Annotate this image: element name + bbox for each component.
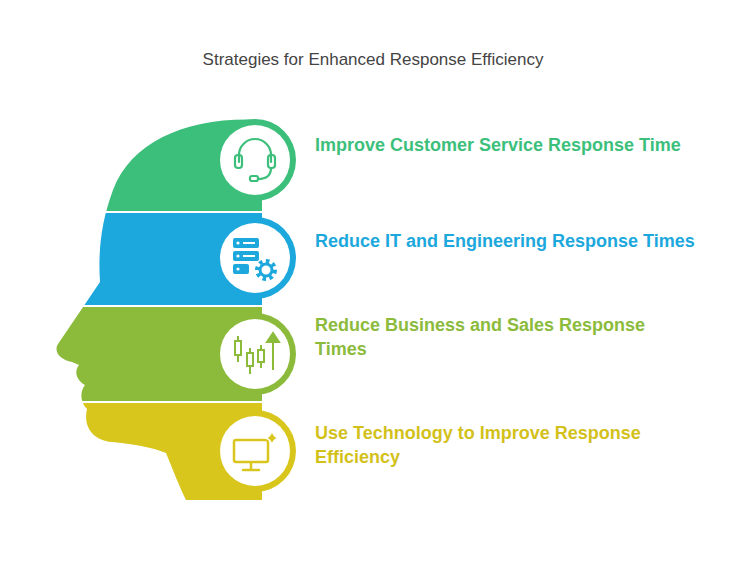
icon-ring [214,410,296,492]
icon-ring [214,217,296,299]
icon-circle [220,319,290,389]
icon-circles [214,119,296,492]
icon-circle [220,223,290,293]
icon-circle [220,416,290,486]
strategy-text: Improve Customer Service Response Time [315,133,695,157]
strategy-label: Improve Customer Service Response Time [315,133,695,157]
server-gear-icon [233,238,275,279]
icon-ring [214,313,296,395]
icon-ring [214,119,296,201]
diagram-title: Strategies for Enhanced Response Efficie… [0,50,746,70]
strategy-label: Reduce IT and Engineering Response Times [315,229,695,253]
strategy-text: Use Technology to Improve Response Effic… [315,421,695,469]
strategy-text: Reduce IT and Engineering Response Times [315,229,695,253]
strategy-label: Use Technology to Improve Response Effic… [315,421,695,469]
icon-circle [220,125,290,195]
strategy-text: Reduce Business and Sales Response Times [315,313,695,361]
headset-icon [235,139,275,181]
monitor-icon [234,430,279,470]
strategy-label: Reduce Business and Sales Response Times [315,313,695,361]
candlestick-icon [235,333,279,374]
